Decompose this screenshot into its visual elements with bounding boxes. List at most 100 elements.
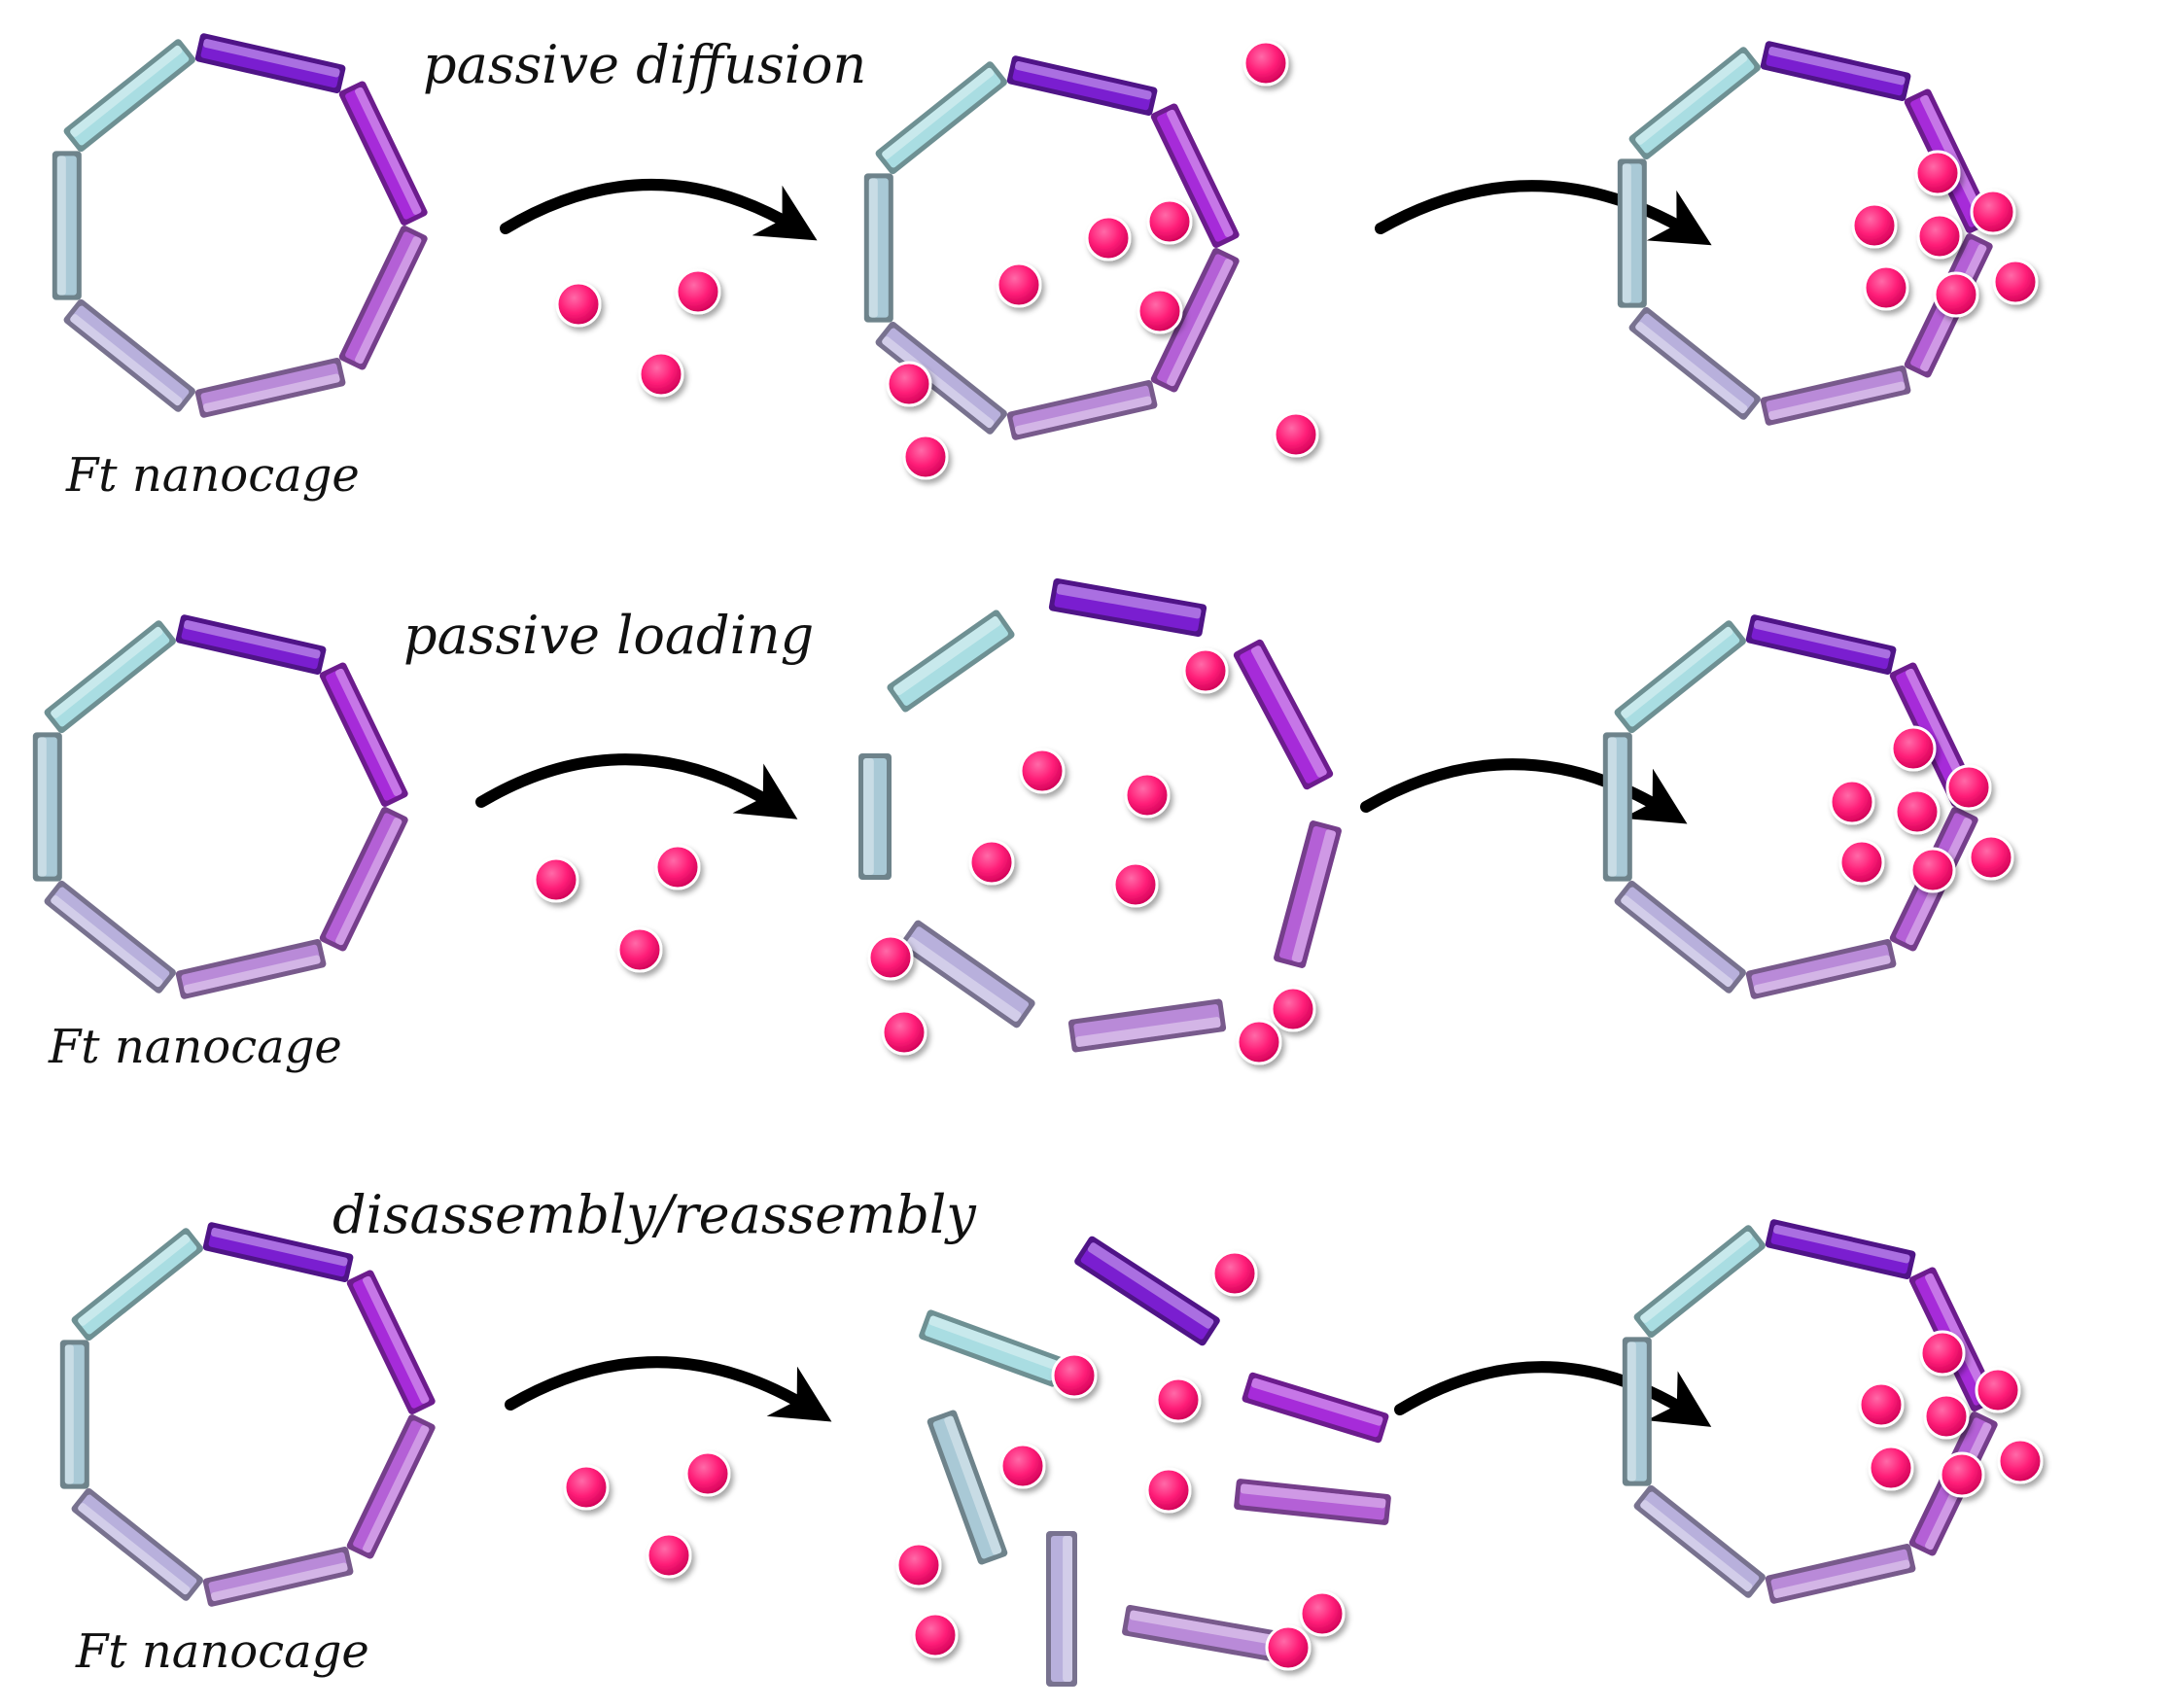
cargo-molecule-20 <box>654 844 701 890</box>
cargo-molecule-55 <box>1939 1451 1985 1498</box>
cargo-molecule-47 <box>912 1612 959 1658</box>
cargo-molecule-38 <box>563 1464 610 1511</box>
open-cage-segment-3 <box>1233 639 1334 790</box>
cargo-molecule-11 <box>1273 411 1319 458</box>
loose-subunit-1 <box>1074 1236 1220 1346</box>
loaded-cage-row-3-segment-3 <box>1765 1219 1916 1280</box>
open-cage-segment-7 <box>858 753 892 880</box>
empty-cage-row-1-segment-2 <box>63 39 195 153</box>
loaded-cage-row-2-segment-1 <box>1602 732 1632 882</box>
cargo-molecule-45 <box>1145 1467 1192 1514</box>
cargo-molecule-17 <box>1933 271 1979 318</box>
open-cage-segment-4 <box>1274 820 1342 968</box>
permeable-cage-row-1 <box>863 55 1240 440</box>
cargo-molecule-28 <box>881 1009 927 1056</box>
permeable-cage-row-1-segment-7 <box>875 321 1007 435</box>
cage-label-row-3: Ft nanocage <box>75 1624 369 1679</box>
loose-subunit-7 <box>1122 1604 1279 1662</box>
open-cage-segment-6 <box>899 920 1035 1028</box>
empty-cage-row-3 <box>59 1222 436 1607</box>
cargo-molecule-53 <box>1923 1393 1970 1440</box>
empty-cage-row-3-segment-6 <box>202 1546 354 1607</box>
empty-cage-row-3-segment-4 <box>346 1270 436 1414</box>
cargo-molecule-8 <box>1242 40 1289 87</box>
permeable-cage-row-1-segment-3 <box>1006 55 1158 117</box>
method-label-passive-diffusion: passive diffusion <box>423 34 866 95</box>
cargo-molecule-51 <box>1858 1381 1905 1428</box>
cargo-molecule-56 <box>1997 1438 2044 1484</box>
cargo-molecule-54 <box>1868 1445 1914 1491</box>
empty-cage-row-2-segment-5 <box>319 807 408 952</box>
cargo-molecule-43 <box>1155 1377 1202 1423</box>
cargo-molecule-40 <box>646 1532 692 1579</box>
cargo-molecule-33 <box>1945 764 1992 811</box>
cargo-molecule-35 <box>1838 839 1885 886</box>
cargo-molecule-10 <box>902 434 949 480</box>
empty-cage-row-3-segment-3 <box>202 1222 354 1283</box>
loaded-cage-row-3-segment-6 <box>1765 1543 1916 1604</box>
cargo-molecule-41 <box>1211 1250 1258 1297</box>
empty-cage-row-2-segment-6 <box>175 938 327 999</box>
loaded-cage-row-3-segment-2 <box>1633 1225 1766 1339</box>
loaded-cage-row-2-segment-6 <box>1745 938 1897 999</box>
cargo-molecule-23 <box>1124 772 1171 819</box>
cargo-molecule-39 <box>684 1450 731 1497</box>
empty-cage-row-1-segment-1 <box>52 151 82 300</box>
cargo-molecule-2 <box>675 268 721 315</box>
cargo-molecule-36 <box>1909 847 1956 893</box>
cargo-molecule-13 <box>1851 202 1898 249</box>
empty-cage-row-2-segment-3 <box>175 614 327 676</box>
loaded-cage-row-3-segment-1 <box>1622 1337 1652 1486</box>
cargo-molecule-49 <box>1265 1624 1312 1671</box>
loaded-cage-row-1-segment-7 <box>1628 306 1761 420</box>
permeable-cage-row-1-segment-2 <box>875 61 1007 175</box>
cargo-molecule-12 <box>1914 150 1961 196</box>
cargo-molecule-21 <box>616 926 663 973</box>
loaded-cage-row-2-segment-3 <box>1745 614 1897 676</box>
loaded-cage-row-1-segment-6 <box>1760 365 1911 426</box>
cargo-molecule-32 <box>1829 779 1875 825</box>
empty-cage-row-1-segment-3 <box>194 33 346 94</box>
cargo-molecule-48 <box>1299 1590 1346 1637</box>
method-label-disassembly-reassembly: disassembly/reassembly <box>332 1184 977 1245</box>
cargo-molecule-19 <box>533 856 579 903</box>
open-cage-segment-1 <box>887 610 1015 713</box>
empty-cage-row-3-segment-7 <box>71 1487 203 1601</box>
loose-subunit-5 <box>927 1410 1008 1565</box>
loose-subunit-6 <box>1046 1531 1077 1687</box>
empty-cage-row-3-segment-1 <box>59 1340 89 1489</box>
open-cage-segment-2 <box>1048 578 1207 637</box>
empty-cage-row-2 <box>32 614 408 999</box>
cage-label-row-1: Ft nanocage <box>65 448 360 503</box>
empty-cage-row-2-segment-7 <box>44 880 176 993</box>
cargo-molecule-7 <box>1137 288 1183 334</box>
loaded-cage-row-2-segment-7 <box>1614 880 1746 993</box>
cargo-molecule-31 <box>1890 725 1937 772</box>
cargo-molecule-3 <box>638 351 684 398</box>
loaded-cage-row-1-segment-2 <box>1628 47 1761 160</box>
cargo-molecule-34 <box>1894 788 1941 835</box>
cargo-molecule-52 <box>1975 1367 2021 1413</box>
cargo-molecule-22 <box>1019 748 1066 794</box>
cargo-molecule-16 <box>1863 264 1909 311</box>
empty-cage-row-1 <box>52 33 428 418</box>
permeable-cage-row-1-segment-4 <box>1150 103 1240 248</box>
loose-subunit-3 <box>1242 1372 1389 1444</box>
empty-cage-row-2-segment-4 <box>319 662 408 807</box>
loaded-cage-row-2-segment-2 <box>1614 620 1746 734</box>
cage-label-row-2: Ft nanocage <box>48 1020 342 1074</box>
loose-subunit-2 <box>919 1309 1065 1387</box>
cargo-molecule-15 <box>1916 213 1963 260</box>
cargo-molecule-27 <box>867 934 914 981</box>
empty-cage-row-2-segment-1 <box>32 732 62 882</box>
cargo-molecule-42 <box>1051 1352 1098 1399</box>
cargo-molecule-30 <box>1236 1019 1282 1065</box>
cargo-molecule-5 <box>1085 215 1132 261</box>
loaded-cage-row-3-segment-7 <box>1633 1484 1766 1598</box>
empty-cage-row-1-segment-6 <box>194 357 346 418</box>
cargo-molecule-9 <box>886 361 932 407</box>
cargo-molecule-44 <box>999 1443 1046 1489</box>
process-arrow-row-3a <box>505 1356 832 1422</box>
process-arrow-row-2a <box>475 753 798 819</box>
